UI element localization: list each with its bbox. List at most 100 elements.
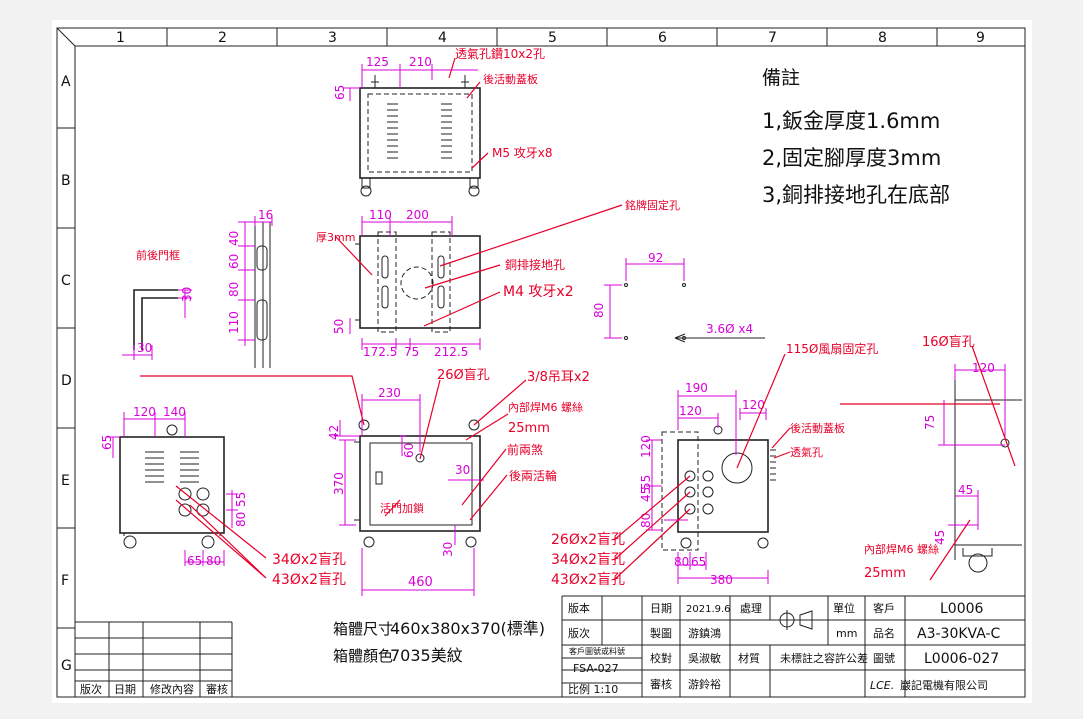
tb-cell: 吳淑敏 [688,651,721,665]
dim: 190 [685,381,708,395]
tb-cell: 品名 [873,626,895,640]
dim: 55 [234,492,248,507]
label: 115Ø風扇固定孔 [786,341,878,356]
customer-code: L0006 [940,601,984,617]
tb-cell: FSA-027 [573,662,619,675]
frame-side-view: 16 40 60 80 110 [227,208,273,368]
dim: 45 [958,483,973,497]
tb-cell: 客戶 [873,601,895,615]
title-block: 版本 日期 2021.9.6 處理 單位 客戶 L0006 版次 製圖 游鎮鴻 … [561,595,1025,698]
label: 前兩煞 [507,442,543,457]
dim: 125 [366,55,389,69]
rear-view-top: 125 210 65 透氣孔鑽10x2孔 後活動蓋板 M5 攻牙x8 [333,46,553,197]
dim: 200 [406,208,429,222]
label: 34Øx2盲孔 [272,551,346,568]
tb-cell: 製圖 [650,626,672,640]
spec-color-label: 箱體顏色 [333,647,393,665]
dim: 120 [972,361,995,375]
row-label: D [61,373,72,389]
dim: 30 [137,341,152,355]
row-label: E [61,473,70,489]
dim: 45 [639,487,653,502]
label: 厚3mm [316,231,355,244]
row-label: F [61,573,69,589]
dim: 380 [710,573,733,587]
tb-cell: 游鎮鴻 [688,626,721,640]
tb-cell: 版次 [568,626,590,640]
left-end-view: 120 140 65 55 80 65 80 34Øx2盲孔 43Øx2盲孔 [100,405,346,588]
drawing-number: L0006-027 [924,651,999,667]
label: 銘牌固定孔 [625,198,680,212]
label: 43Øx2盲孔 [272,571,346,588]
spec-block: 箱體尺寸 460x380x370(標準) 箱體顏色 7035美紋 [333,619,545,665]
hole-pattern-view: 92 80 3.6Ø x4 [592,251,765,343]
spec-size-label: 箱體尺寸 [333,620,393,638]
label: 43Øx2盲孔 [551,571,625,588]
label: 25mm [508,421,550,436]
label: 銅排接地孔 [505,257,565,272]
dim: 75 [404,345,419,359]
label: 前後門框 [136,248,180,262]
inner-frame [74,45,1025,697]
notes-heading: 備註 [762,67,800,89]
dim: 65 [187,554,202,568]
dim: 80 [227,282,241,297]
tb-cell: 未標註之容許公差 [780,651,868,665]
dim: 172.5 [363,345,397,359]
col-label: 2 [218,30,227,46]
column-grid [166,28,938,46]
projection-symbol-icon [777,610,813,630]
tb-cell: 處理 [740,601,762,615]
dim: 45 [933,530,947,545]
label: 後活動蓋板 [790,421,845,435]
note-item: 3,銅排接地孔在底部 [762,183,950,207]
tb-cell: 校對 [650,651,672,665]
dim: 16 [258,208,273,222]
tb-cell: 客戶圖號或料號 [569,646,625,656]
col-label: 1 [116,30,125,46]
column-labels: 1 2 3 4 5 6 7 8 9 [116,30,985,46]
label: 內部焊M6 螺絲 [864,542,939,556]
label: M4 攻牙x2 [503,284,574,300]
rev-header: 版次 [80,682,102,696]
dim: 60 [227,254,241,269]
label: 26Øx2盲孔 [551,531,625,548]
tb-cell: 2021.9.6 [686,604,731,615]
dim: 40 [227,231,241,246]
row-labels: A B C D E F G [61,74,72,674]
tb-cell: 材質 [738,651,760,665]
dim: 80 [639,513,653,528]
revision-table: 版次 日期 修改內容 審核 [75,621,233,697]
dim: 30 [455,463,470,477]
label: 25mm [864,566,906,581]
dim: 210 [409,55,432,69]
tb-cell: mm [836,627,857,640]
dim: 30 [180,287,194,302]
dim: 65 [691,555,706,569]
dim: 110 [227,311,241,334]
corner-mark [56,27,76,47]
dim: 230 [378,386,401,400]
label: 後活動蓋板 [483,72,538,86]
tb-cell: 圖號 [873,652,895,665]
company-name: 巖記電機有限公司 [900,678,988,692]
dim: 80 [206,554,221,568]
right-end-view: 190 120 120 120 55 45 80 80 65 380 115Ø風… [551,341,878,588]
dim: 120 [742,398,765,412]
dim: 30 [441,542,455,557]
door-frame-profile: 前後門框 30 30 [122,248,194,360]
label: 34Øx2盲孔 [551,551,625,568]
dim: 80 [674,555,689,569]
dim: 55 [639,475,653,490]
label: 透氣孔 [790,445,823,459]
label: 16Ø盲孔 [922,334,975,350]
dim: 120 [679,404,702,418]
tb-cell: 單位 [833,601,855,615]
tb-cell: 審核 [650,677,672,691]
dim: 120 [639,435,653,458]
col-label: 6 [658,30,667,46]
detail-view: 120 75 45 45 16Ø盲孔 內部焊M6 螺絲 25mm [840,334,1022,581]
col-label: 4 [438,30,447,46]
company-mark: LCE. [870,679,894,692]
